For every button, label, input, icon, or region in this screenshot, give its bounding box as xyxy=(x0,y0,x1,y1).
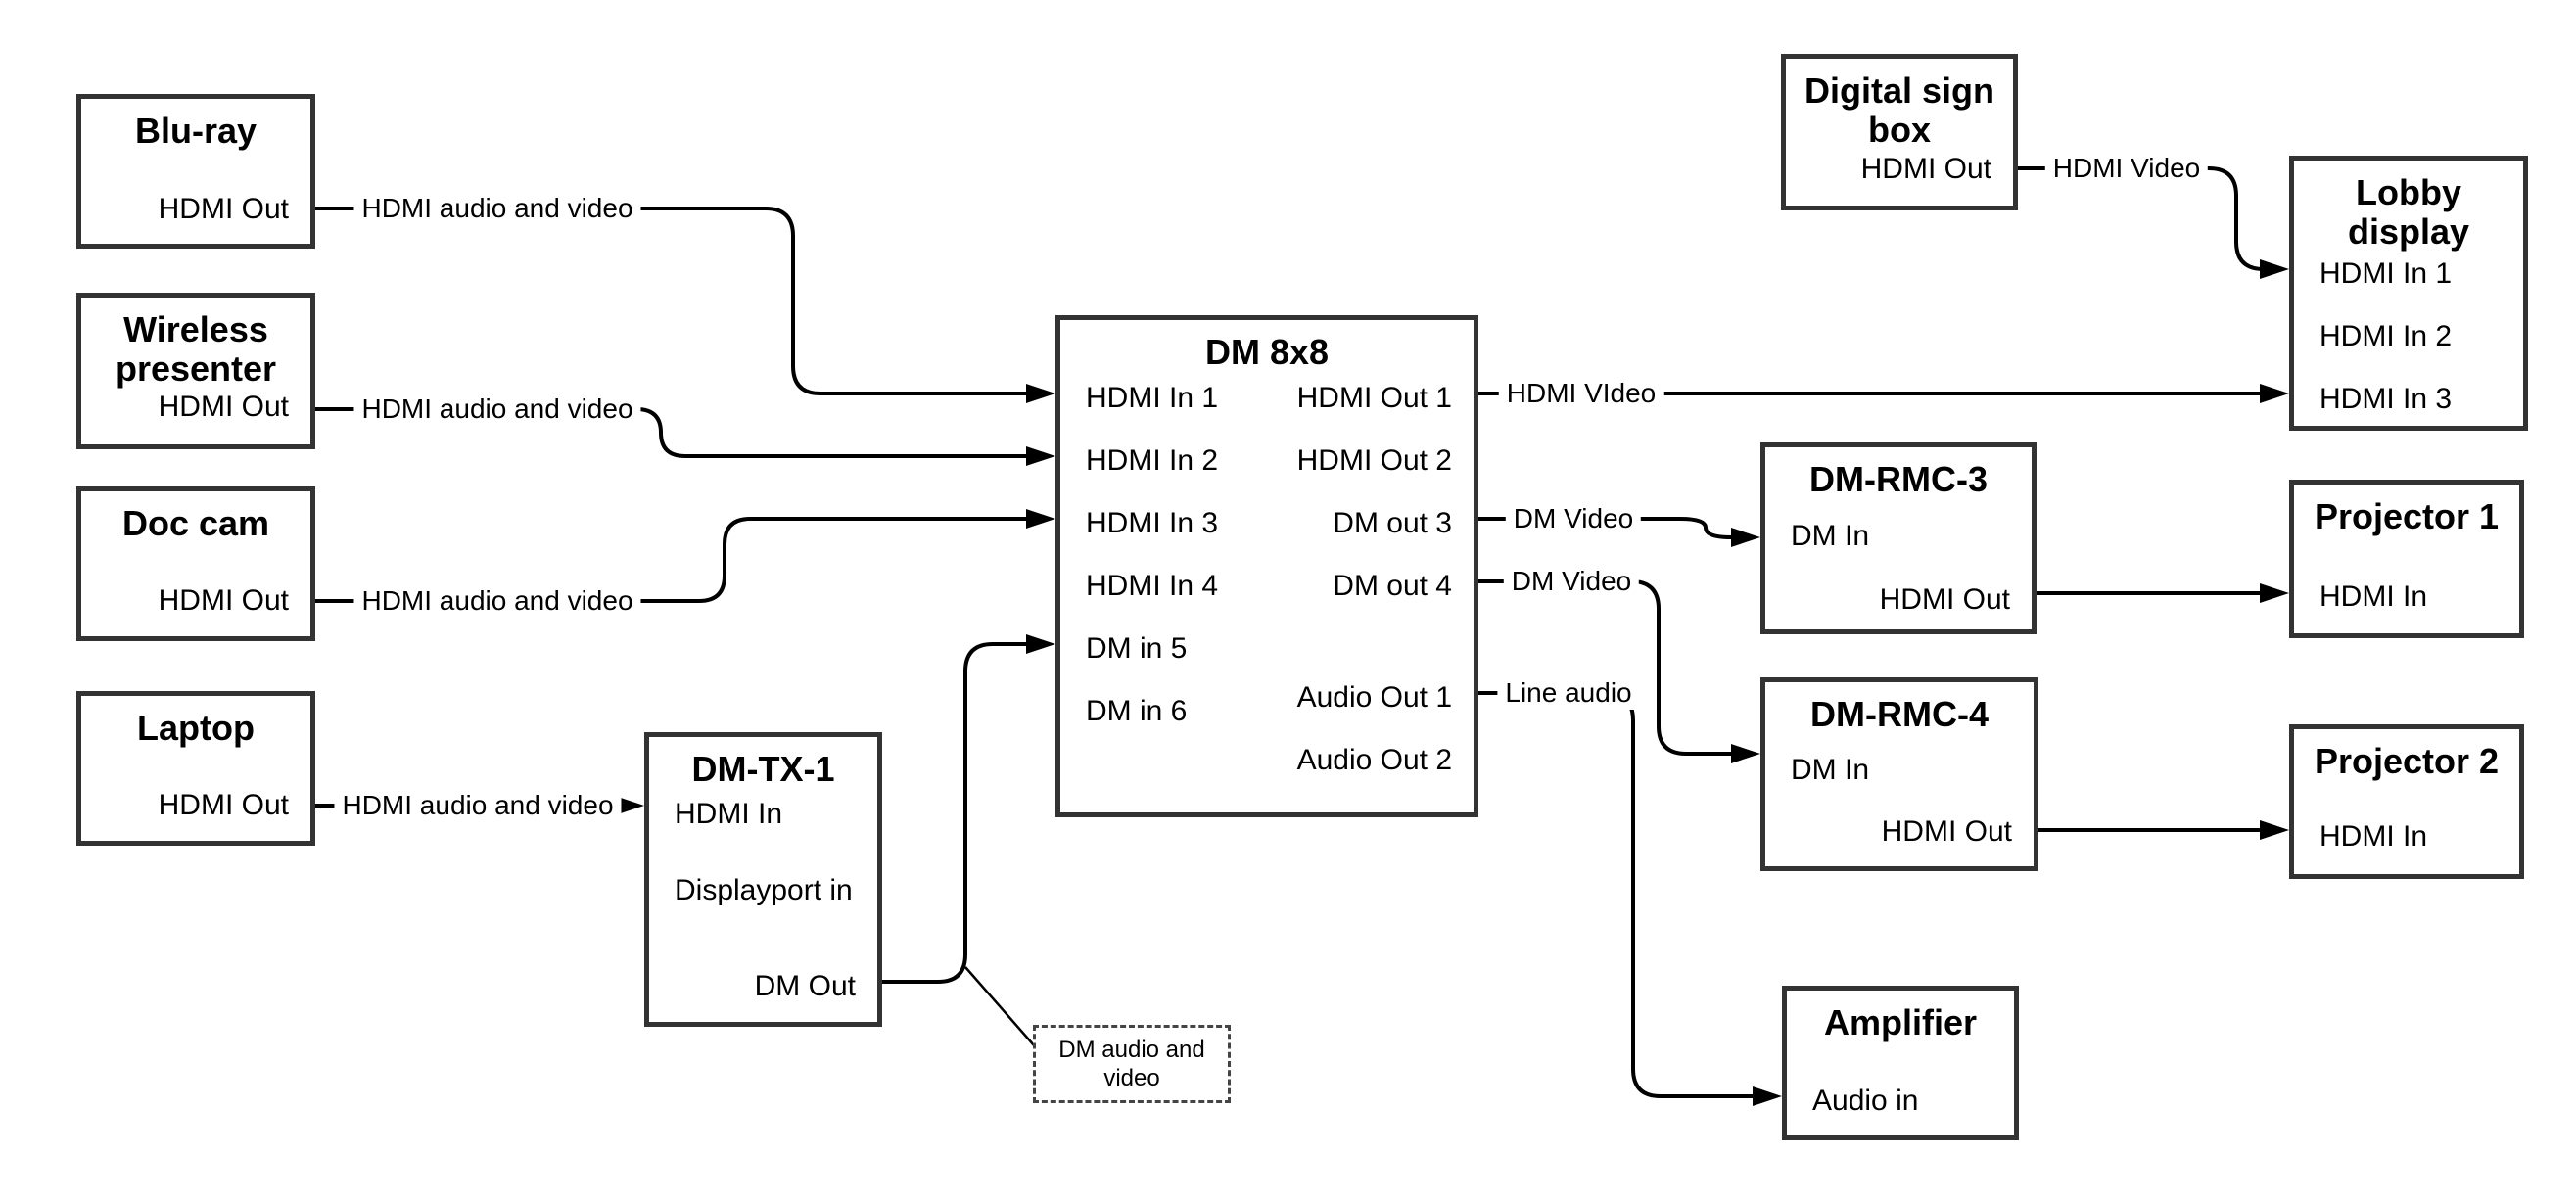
callout-pointer-line xyxy=(964,966,1035,1046)
node-laptop: Laptop HDMI Out xyxy=(76,691,315,846)
port-label-hdmi-out: HDMI Out xyxy=(158,391,289,423)
port-label-hdmi-out: HDMI Out xyxy=(158,193,289,225)
port-label-hdmi-in: HDMI In xyxy=(675,798,783,830)
node-bluray: Blu-ray HDMI Out xyxy=(76,94,315,249)
edge-bluray-to-dm8x8-in1 xyxy=(315,207,1055,403)
port-label-hdmi-in-3: HDMI In 3 xyxy=(1086,507,1219,539)
port-label-hdmi-out-2: HDMI Out 2 xyxy=(1296,444,1452,477)
node-title: Blu-ray xyxy=(134,111,258,151)
edge-label-dm-video-out4: DM Video xyxy=(1503,565,1640,598)
edge-dm8x8-out3-to-dmrmc3 xyxy=(1478,517,1760,547)
node-wireless-presenter: Wireless presenter HDMI Out xyxy=(76,293,315,449)
node-amplifier: Amplifier Audio in xyxy=(1782,986,2019,1140)
node-dm-rmc-4: DM-RMC-4 DM In HDMI Out xyxy=(1760,677,2038,871)
edge-label-dm-video-out3: DM Video xyxy=(1505,502,1642,535)
node-projector-2: Projector 2 HDMI In xyxy=(2289,724,2524,879)
node-title: DM-RMC-3 xyxy=(1809,459,1988,499)
node-title: Projector 1 xyxy=(2314,496,2500,536)
port-label-hdmi-in-4: HDMI In 4 xyxy=(1086,570,1219,602)
port-label-hdmi-out: HDMI Out xyxy=(1879,583,2010,616)
edge-dmtx1-to-dm8x8-in5 xyxy=(882,634,1055,984)
node-projector-1: Projector 1 HDMI In xyxy=(2289,480,2524,638)
edge-label-hdmi-audio-video-bluray: HDMI audio and video xyxy=(353,192,641,225)
port-label-audio-out-2: Audio Out 2 xyxy=(1296,744,1452,776)
port-label-dm-in: DM In xyxy=(1791,520,1870,552)
port-label-hdmi-in-1: HDMI In 1 xyxy=(2319,257,2453,290)
port-label-hdmi-out: HDMI Out xyxy=(158,584,289,617)
port-label-hdmi-in-2: HDMI In 2 xyxy=(2319,320,2453,352)
port-label-hdmi-in-3: HDMI In 3 xyxy=(2319,383,2453,415)
edge-label-line-audio: Line audio xyxy=(1497,676,1640,710)
edge-label-hdmi-video-out1: HDMI VIdeo xyxy=(1498,377,1664,410)
port-label-hdmi-out: HDMI Out xyxy=(1860,153,1991,185)
port-label-audio-in: Audio in xyxy=(1812,1085,1919,1117)
port-label-hdmi-in: HDMI In xyxy=(2319,580,2428,613)
port-label-hdmi-out: HDMI Out xyxy=(1881,815,2012,848)
node-lobby-display: Lobby display HDMI In 1 HDMI In 2 HDMI I… xyxy=(2289,156,2528,431)
edge-digitalsign-to-lobby-in1 xyxy=(2018,166,2289,279)
port-label-dm-in: DM In xyxy=(1791,754,1870,786)
node-title: Doc cam xyxy=(121,503,270,543)
node-dm-rmc-3: DM-RMC-3 DM In HDMI Out xyxy=(1760,442,2037,634)
node-dm-8x8-switcher: DM 8x8 HDMI In 1 HDMI In 2 HDMI In 3 HDM… xyxy=(1055,315,1478,817)
edge-wireless-to-dm8x8-in2 xyxy=(315,407,1055,466)
edge-label-hdmi-audio-video-laptop: HDMI audio and video xyxy=(334,789,622,822)
node-title: DM-RMC-4 xyxy=(1810,694,1989,734)
node-title: Laptop xyxy=(137,708,255,748)
edge-label-hdmi-audio-video-wireless: HDMI audio and video xyxy=(353,393,641,426)
port-label-hdmi-in: HDMI In xyxy=(2319,820,2428,853)
edge-label-hdmi-audio-video-doccam: HDMI audio and video xyxy=(353,584,641,618)
node-title: DM-TX-1 xyxy=(691,749,835,789)
port-label-hdmi-in-1: HDMI In 1 xyxy=(1086,382,1219,414)
edge-label-hdmi-video-digitalsign: HDMI Video xyxy=(2044,152,2209,185)
port-label-displayport-in: Displayport in xyxy=(675,874,853,906)
port-label-hdmi-out: HDMI Out xyxy=(158,789,289,821)
port-label-audio-out-1: Audio Out 1 xyxy=(1296,681,1452,714)
port-label-dm-out-4: DM out 4 xyxy=(1333,570,1452,602)
node-digital-sign-box: Digital sign box HDMI Out xyxy=(1781,54,2018,210)
node-title: DM 8x8 xyxy=(1204,332,1330,372)
port-label-hdmi-in-2: HDMI In 2 xyxy=(1086,444,1219,477)
node-dm-tx-1: DM-TX-1 HDMI In Displayport in DM Out xyxy=(644,732,882,1027)
edge-dm8x8-out4-to-dmrmc4 xyxy=(1478,579,1760,763)
edge-doccam-to-dm8x8-in3 xyxy=(315,509,1055,603)
node-title: Digital sign box xyxy=(1803,70,1994,150)
node-title: Lobby display xyxy=(2347,172,2470,252)
callout-dm-audio-and-video: DM audio and video xyxy=(1033,1025,1231,1103)
node-title: Projector 2 xyxy=(2314,741,2500,781)
port-label-hdmi-out-1: HDMI Out 1 xyxy=(1296,382,1452,414)
port-label-dm-in-5: DM in 5 xyxy=(1086,632,1188,665)
port-label-dm-out: DM Out xyxy=(754,970,856,1002)
node-title: Amplifier xyxy=(1823,1002,1978,1042)
node-doc-cam: Doc cam HDMI Out xyxy=(76,486,315,641)
node-title: Wireless presenter xyxy=(115,309,277,389)
port-label-dm-out-3: DM out 3 xyxy=(1333,507,1452,539)
port-label-dm-in-6: DM in 6 xyxy=(1086,695,1188,727)
